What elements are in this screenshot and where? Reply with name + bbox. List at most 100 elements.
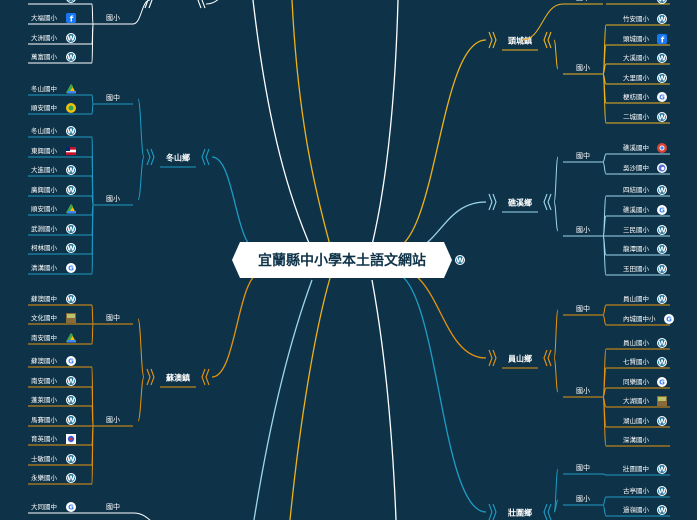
branch-title[interactable]: 礁溪鄉 <box>508 198 532 208</box>
google-icon[interactable]: G <box>657 92 667 102</box>
school-link[interactable]: 士敏國小 <box>31 454 58 463</box>
central-node-box[interactable] <box>232 242 452 278</box>
wordpress-icon[interactable]: W <box>66 395 76 405</box>
school-link[interactable]: 深溝國小 <box>623 435 650 444</box>
school-link[interactable]: 蘇澳國小 <box>31 356 58 365</box>
wordpress-icon[interactable]: W <box>657 338 667 348</box>
wordpress-icon[interactable]: W <box>657 185 667 195</box>
wordpress-icon[interactable]: W <box>657 225 667 235</box>
school-link[interactable]: 萬富國小 <box>31 52 58 61</box>
school-link[interactable]: 二城國小 <box>623 112 650 121</box>
school-link[interactable]: 大進國小 <box>31 165 58 174</box>
chrome-icon[interactable] <box>657 143 667 153</box>
wordpress-icon[interactable]: W <box>455 255 465 265</box>
photo-icon[interactable] <box>657 396 667 406</box>
google-icon[interactable]: G <box>664 314 674 324</box>
school-link[interactable]: 頭城國小 <box>623 34 650 43</box>
school-link[interactable]: 梗枋國小 <box>623 92 650 101</box>
school-link[interactable]: 內城國中小 <box>623 314 656 323</box>
school-link[interactable]: 武淵國小 <box>31 224 58 233</box>
wordpress-icon[interactable]: W <box>657 73 667 83</box>
school-link[interactable]: 順安國中 <box>31 103 57 112</box>
branch-title[interactable]: 冬山鄉 <box>166 153 190 163</box>
school-link[interactable]: 文化國中 <box>31 313 57 322</box>
school-link[interactable]: 冬山國中 <box>31 84 57 93</box>
school-link[interactable]: 龍潭國小 <box>623 244 650 253</box>
wordpress-icon[interactable]: W <box>657 464 667 474</box>
wordpress-icon[interactable]: W <box>66 415 76 425</box>
edge-icon[interactable] <box>657 163 667 173</box>
school-link[interactable]: 同樂國小 <box>623 377 650 386</box>
wordpress-icon[interactable]: W <box>455 255 465 265</box>
school-link[interactable]: 南安國小 <box>31 376 58 385</box>
google-icon[interactable]: G <box>66 356 76 366</box>
branch-title[interactable]: 頭城鎮 <box>508 36 532 46</box>
drive-icon[interactable] <box>66 333 76 343</box>
school-link[interactable]: 員山國小 <box>623 338 650 347</box>
central-node[interactable]: 宜蘭縣中小學本土語文網站 W <box>232 242 465 278</box>
google-icon[interactable]: G <box>66 263 76 273</box>
flag-icon[interactable] <box>66 147 76 155</box>
wordpress-icon[interactable]: W <box>657 244 667 254</box>
wordpress-icon[interactable]: W <box>66 473 76 483</box>
drive-icon[interactable] <box>66 84 76 94</box>
wordpress-icon[interactable]: W <box>66 52 76 62</box>
wordpress-icon[interactable]: W <box>66 224 76 234</box>
school-link[interactable]: 大福國小 <box>31 13 58 22</box>
branch-title[interactable]: 員山鄉 <box>507 354 532 364</box>
school-link[interactable]: 四結國小 <box>623 185 650 194</box>
sites-icon[interactable] <box>66 103 76 113</box>
wordpress-icon[interactable]: W <box>66 126 76 136</box>
branch-title[interactable]: 壯圍鄉 <box>508 508 532 518</box>
school-link[interactable]: 蘇澳國中 <box>31 294 57 303</box>
drive-icon[interactable] <box>66 204 76 214</box>
google-icon[interactable]: G <box>657 205 667 215</box>
school-link[interactable]: 礁溪國小 <box>623 205 650 214</box>
school-link[interactable]: 冬山國小 <box>31 126 58 135</box>
school-link[interactable]: 七賢國小 <box>623 357 650 366</box>
school-link[interactable]: 蓬萊國小 <box>31 395 58 404</box>
school-link[interactable]: 壯圍國中 <box>623 464 649 473</box>
wordpress-icon[interactable]: W <box>66 294 76 304</box>
wordpress-icon[interactable]: W <box>66 33 76 43</box>
photo-icon[interactable] <box>66 313 76 323</box>
wordpress-icon[interactable]: W <box>657 264 667 274</box>
school-link[interactable]: 礁溪國中 <box>623 143 649 152</box>
school-link[interactable]: 玉田國小 <box>623 264 650 273</box>
school-link[interactable]: 順安國小 <box>31 204 58 213</box>
wordpress-icon[interactable]: W <box>66 0 76 3</box>
school-link[interactable]: 大溪國小 <box>623 53 650 62</box>
wordpress-icon[interactable]: W <box>657 14 667 24</box>
wordpress-icon[interactable]: W <box>66 185 76 195</box>
school-link[interactable]: 東興國小 <box>31 146 58 155</box>
wordpress-icon[interactable]: W <box>66 376 76 386</box>
wordpress-icon[interactable]: W <box>657 416 667 426</box>
school-link[interactable]: 柯林國小 <box>31 243 58 252</box>
wordpress-icon[interactable]: W <box>657 112 667 122</box>
school-link[interactable]: 員山國中 <box>623 294 649 303</box>
school-link[interactable]: 南安國中 <box>31 333 57 342</box>
school-link[interactable]: 馬賽國小 <box>31 415 58 424</box>
google-icon[interactable]: G <box>657 377 667 387</box>
school-link[interactable]: 吳沙國中 <box>623 163 649 172</box>
school-link[interactable]: 大同國中 <box>31 502 57 511</box>
wordpress-icon[interactable]: W <box>657 486 667 496</box>
wordpress-icon[interactable]: W <box>657 53 667 63</box>
school-link[interactable]: 永樂國小 <box>31 473 58 482</box>
wordpress-icon[interactable]: W <box>66 454 76 464</box>
school-link[interactable]: 大湖國小 <box>623 396 650 405</box>
wordpress-icon[interactable]: W <box>657 0 667 4</box>
facebook-icon[interactable]: f <box>657 34 667 45</box>
wordpress-icon[interactable]: W <box>657 294 667 304</box>
school-link[interactable]: 湖山國小 <box>623 416 650 425</box>
wordpress-icon[interactable]: W <box>66 243 76 253</box>
branch-title[interactable]: 蘇澳鎮 <box>165 373 190 383</box>
school-link[interactable]: 清溝國小 <box>31 263 58 272</box>
school-link[interactable]: 大洲國小 <box>31 33 58 42</box>
badge-icon[interactable] <box>66 434 76 444</box>
school-link[interactable]: 三民國小 <box>623 225 650 234</box>
school-link[interactable]: 竹安國小 <box>623 14 650 23</box>
school-link[interactable]: 過嶺國小 <box>623 505 650 514</box>
school-link[interactable]: 古亭國小 <box>623 486 650 495</box>
wordpress-icon[interactable]: W <box>657 357 667 367</box>
